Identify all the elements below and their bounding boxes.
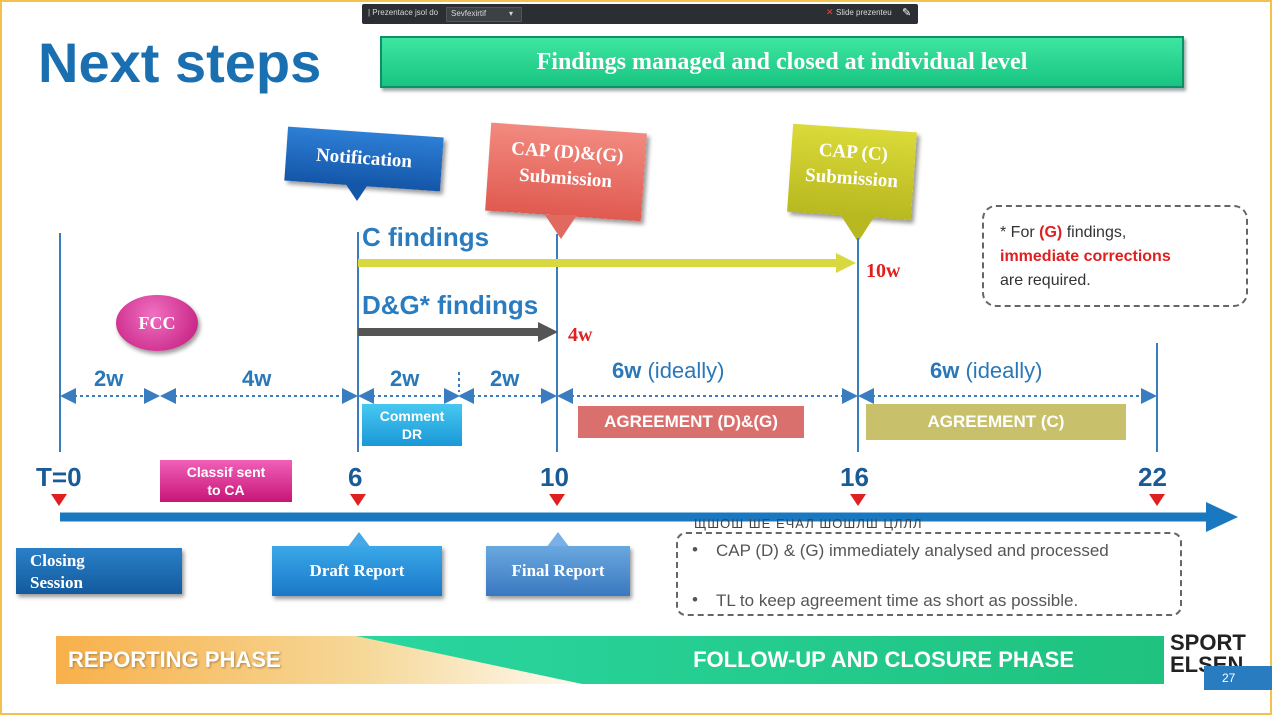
duration-5-qualifier: (ideally): [647, 358, 725, 383]
tick-marker-10: [549, 494, 565, 506]
chevron-down-icon: ▾: [509, 9, 514, 18]
main-timeline-arrowhead: [1206, 502, 1238, 532]
tick-label-10: 10: [540, 462, 569, 492]
notification-flag-pointer: [345, 183, 369, 201]
close-presentation-button[interactable]: ✕ Slide prezenteu: [826, 7, 892, 17]
note-g-text: (G): [1039, 224, 1063, 241]
bullet-item-2: TL to keep agreement time as short as po…: [716, 591, 1079, 610]
toolbar-label: | Prezentace jsol do: [368, 8, 439, 17]
findings-banner: Findings managed and closed at individua…: [380, 36, 1184, 88]
dg-findings-label: D&G* findings: [362, 290, 539, 320]
agreement-dg-box: AGREEMENT (D)&(G): [578, 406, 804, 438]
duration-label-5: 6w (ideally): [612, 358, 725, 384]
tick-label-16: 16: [840, 462, 869, 492]
pen-icon[interactable]: ✎: [902, 7, 912, 19]
g-findings-note: * For (G) findings, immediate correction…: [982, 205, 1248, 307]
closing-label: Closing: [30, 551, 85, 570]
duration-label-6: 6w (ideally): [930, 358, 1043, 384]
page-number: 27: [1204, 666, 1272, 690]
tick-marker-t0: [51, 494, 67, 506]
classif-sent-box: Classif sent to CA: [160, 460, 292, 502]
bullet-dot: •: [692, 590, 698, 609]
agreement-c-box: AGREEMENT (C): [866, 404, 1126, 440]
comment-label: Comment: [379, 408, 445, 424]
duration-label-2: 4w: [242, 366, 272, 391]
note-star-text: * For: [1000, 224, 1035, 241]
tick-label-6: 6: [348, 462, 363, 492]
page-title: Next steps: [38, 31, 322, 94]
tick-marker-22: [1149, 494, 1165, 506]
duration-label-1: 2w: [94, 366, 124, 391]
draft-report-pointer: [347, 532, 371, 556]
tick-label-22: 22: [1138, 462, 1167, 492]
cap-bullets-box: • CAP (D) & (G) immediately analysed and…: [676, 532, 1182, 616]
duration-5-value: 6w: [612, 358, 642, 383]
to-ca-label: to CA: [207, 482, 245, 498]
duration-label-4: 2w: [490, 366, 520, 391]
session-label: Session: [30, 573, 83, 592]
toolbar-select[interactable]: Sevfexirtif ▾: [446, 7, 522, 22]
garbled-heading: ЩШОШ ШЕ ЕЧАЛ ШОШЛШ ЦЛЛЛ: [694, 516, 923, 531]
duration-6-value: 6w: [930, 358, 960, 383]
comment-dr-box: Comment DR: [362, 404, 462, 446]
note-required-text: are required.: [1000, 272, 1091, 289]
tick-label-t0: T=0: [36, 462, 82, 492]
c-findings-label: C findings: [362, 222, 490, 252]
dr-label: DR: [401, 426, 423, 442]
note-immediate-corrections: immediate corrections: [1000, 248, 1171, 265]
tick-marker-6: [350, 494, 366, 506]
tick-marker-16: [850, 494, 866, 506]
dg-findings-arrowhead: [538, 322, 558, 342]
logo-line-1: SPORT: [1170, 630, 1246, 655]
bullet-dot: •: [692, 540, 698, 559]
closing-session-box: Closing Session: [16, 548, 182, 594]
presenter-toolbar: | Prezentace jsol do Sevfexirtif ▾ ✕ Sli…: [362, 4, 918, 24]
fcc-badge: FCC: [116, 295, 198, 351]
draft-report-box: Draft Report: [272, 546, 442, 596]
toolbar-select-value: Sevfexirtif: [451, 9, 487, 18]
final-report-pointer: [546, 532, 570, 556]
bullet-item-1: CAP (D) & (G) immediately analysed and p…: [716, 541, 1109, 560]
note-findings-text: findings,: [1066, 224, 1127, 241]
c-findings-arrowhead: [836, 253, 856, 273]
duration-6-qualifier: (ideally): [965, 358, 1043, 383]
c-findings-duration: 10w: [866, 260, 901, 282]
close-presentation-label: Slide prezenteu: [836, 8, 892, 17]
dg-findings-duration: 4w: [568, 324, 593, 346]
classif-label: Classif sent: [186, 464, 266, 480]
duration-label-3: 2w: [390, 366, 420, 391]
final-report-box: Final Report: [486, 546, 630, 596]
cap-c-flag-pointer: [840, 214, 876, 242]
cap-dg-flag-pointer: [545, 215, 577, 239]
